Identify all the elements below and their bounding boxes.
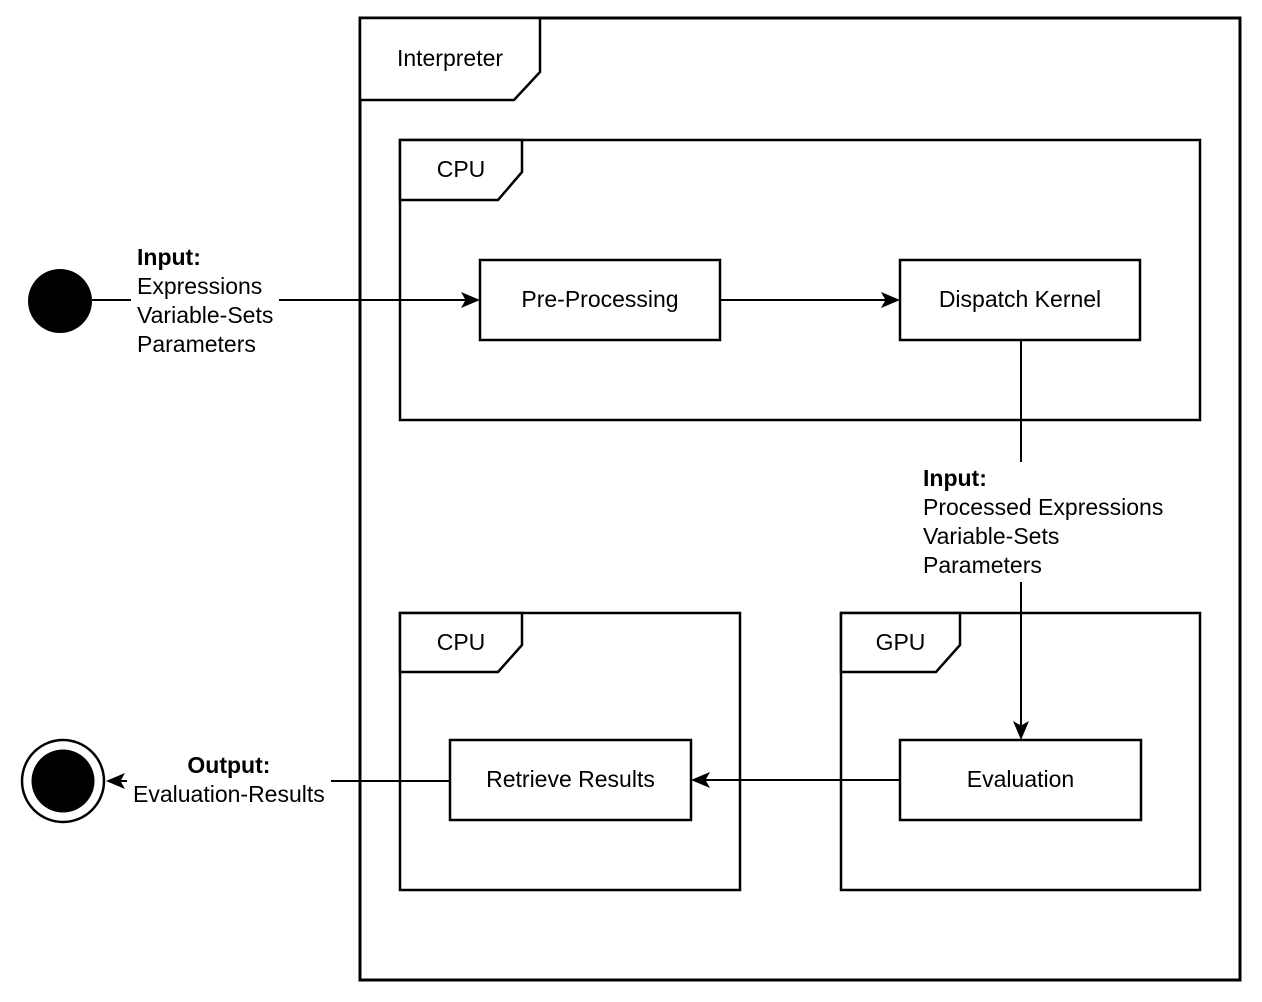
annotation-line: Variable-Sets: [923, 523, 1060, 549]
gpu-frame-label: GPU: [875, 628, 926, 655]
annotation-line: Variable-Sets: [137, 302, 274, 328]
cpu-top-frame-tab: [398, 138, 524, 202]
interpreter-frame-tab: [358, 16, 542, 102]
evaluation-action-box: [898, 738, 1143, 822]
evaluation-action-label: Evaluation: [966, 766, 1075, 793]
annotation-line: Evaluation-Results: [133, 781, 325, 807]
pre-processing-action-box: [478, 258, 722, 342]
dispatch-kernel-action-box: [898, 258, 1142, 342]
input-annotation-gpu: Input: Processed Expressions Variable-Se…: [917, 462, 1170, 582]
arrowhead-right-icon: [881, 292, 900, 308]
initial-node-icon: [28, 269, 92, 333]
annotation-title: Input:: [137, 244, 201, 270]
activity-final-node-icon: [20, 738, 106, 824]
cpu-bottom-frame-tab: [398, 611, 524, 674]
retrieve-results-action-label: Retrieve Results: [486, 766, 655, 793]
edge-preprocessing-to-dispatch: [720, 292, 900, 308]
dispatch-kernel-action-label: Dispatch Kernel: [938, 286, 1102, 313]
interpreter-frame-label: Interpreter: [396, 45, 504, 72]
annotation-line: Parameters: [137, 331, 256, 357]
annotation-line: Processed Expressions: [923, 494, 1164, 520]
annotation-title: Output:: [187, 752, 271, 778]
cpu-top-frame-label: CPU: [436, 156, 486, 183]
annotation-title: Input:: [923, 465, 987, 491]
pre-processing-action-label: Pre-Processing: [521, 286, 679, 313]
cpu-top-frame: [398, 138, 1202, 422]
arrowhead-left-icon: [106, 773, 125, 789]
arrowhead-right-icon: [461, 292, 480, 308]
retrieve-results-action-box: [448, 738, 693, 822]
annotation-line: Expressions: [137, 273, 263, 299]
input-annotation-start: Input: Expressions Variable-Sets Paramet…: [131, 241, 280, 361]
gpu-frame-tab: [839, 611, 962, 674]
interpreter-frame: [358, 16, 1242, 982]
cpu-bottom-frame: [398, 611, 742, 892]
edge-evaluation-to-retrieve: [691, 772, 900, 788]
annotation-line: Parameters: [923, 552, 1042, 578]
arrowhead-down-icon: [1013, 721, 1029, 740]
cpu-bottom-frame-label: CPU: [436, 628, 486, 655]
output-annotation: Output: Evaluation-Results: [127, 749, 331, 811]
arrowhead-left-icon: [691, 772, 710, 788]
